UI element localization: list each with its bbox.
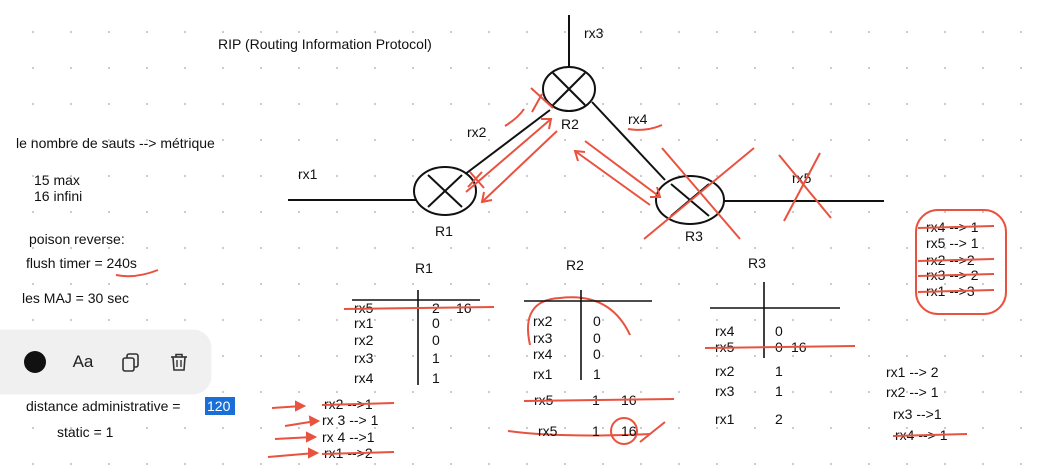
delete-button[interactable] [166, 349, 192, 375]
net-rx5-label: rx5 [792, 170, 812, 186]
net-rx2-label: rx2 [467, 124, 487, 140]
duplicate-button[interactable] [118, 349, 144, 375]
table-r2-row-1-net: rx3 [533, 330, 553, 346]
box-update-0-strike [917, 225, 995, 229]
table-r1-row-4-net: rx4 [354, 370, 374, 386]
table-r1-row-2-metric: 0 [432, 332, 440, 348]
table-r2-row-3-net: rx1 [533, 366, 553, 382]
note-metric: le nombre de sauts --> métrique [16, 135, 215, 151]
trash-icon [171, 353, 187, 371]
note-static: static = 1 [57, 424, 114, 440]
note-max: 15 max [34, 172, 80, 188]
table-r3-row-0-metric: 0 [775, 323, 783, 339]
table-r1-row-1-metric: 0 [432, 315, 440, 331]
box-update-4-strike [917, 289, 995, 293]
table-r1-row-4-metric: 1 [432, 370, 440, 386]
table-r2-row-4-strike [523, 398, 675, 402]
router-r1-icon [413, 166, 477, 216]
router-r3-label: R3 [685, 228, 703, 244]
filled-circle-icon [24, 351, 46, 373]
note-poison: poison reverse: [29, 231, 125, 247]
r1-update-0-strike [321, 402, 395, 406]
r3-update-3-strike [892, 433, 968, 437]
table-r3-row-1-strike [704, 345, 856, 349]
net-rx1-label: rx1 [298, 166, 318, 182]
note-infinite: 16 infini [34, 188, 82, 204]
table-r2-row-5-metric: 1 [592, 423, 600, 439]
selection-highlight [205, 397, 235, 415]
table-r2-row-5-extra: 16 [621, 423, 637, 439]
table-r3-row-3-net: rx3 [715, 383, 735, 399]
net-rx4-label: rx4 [628, 111, 648, 127]
flush-underline [115, 269, 159, 278]
table-r3-row-4-metric: 2 [775, 411, 783, 427]
table-r1-row-1-net: rx1 [354, 315, 374, 331]
r3-update-0: rx1 --> 2 [886, 364, 939, 380]
table-r2-row-2-metric: 0 [593, 346, 601, 362]
table-r1-title: R1 [415, 260, 433, 276]
red-annotations [465, 87, 1007, 445]
net-rx3-label: rx3 [584, 25, 604, 41]
box-update-2-strike [917, 258, 995, 262]
r3-update-2: rx3 -->1 [893, 406, 942, 422]
table-r3-title: R3 [748, 255, 766, 271]
box-update-1: rx5 --> 1 [926, 235, 979, 251]
note-updates: les MAJ = 30 sec [22, 290, 129, 306]
table-r2-row-0-net: rx2 [533, 313, 553, 329]
table-r3-row-2-metric: 1 [775, 363, 783, 379]
table-r3-row-4-net: rx1 [715, 411, 735, 427]
table-r1-row-2-net: rx2 [354, 332, 374, 348]
table-r2-row-0-metric: 0 [593, 313, 601, 329]
router-r2-label: R2 [561, 116, 579, 132]
routing-table-axes [352, 282, 840, 385]
note-flush: flush timer = 240s [26, 255, 137, 271]
text-style-button[interactable]: Aa [72, 352, 94, 371]
note-distance: distance administrative = [26, 398, 180, 414]
network-links [288, 15, 884, 202]
page-title: RIP (Routing Information Protocol) [218, 36, 432, 52]
routing-tables: rx5 2 16 rx1 0 rx2 0 rx3 1 rx4 1 rx2 0 rx3 0 rx4 0 rx1 1 rx… [343, 300, 856, 439]
table-r2-row-3-metric: 1 [593, 366, 601, 382]
table-r1-row-0-strike [343, 306, 495, 310]
box-update-3-strike [917, 273, 995, 277]
floating-toolbar: Aa [0, 330, 211, 394]
table-r2-row-2-net: rx4 [533, 346, 553, 362]
router-r2-icon [542, 66, 596, 112]
router-r1-label: R1 [435, 223, 453, 239]
table-r1-row-3-net: rx3 [354, 350, 374, 366]
r1-update-1: rx 3 --> 1 [322, 412, 379, 428]
update-arrows [267, 400, 321, 459]
table-r2-row-1-metric: 0 [593, 330, 601, 346]
copy-icon [122, 353, 139, 372]
r1-update-2: rx 4 -->1 [322, 429, 375, 445]
table-r3-row-3-metric: 1 [775, 383, 783, 399]
table-r1-row-3-metric: 1 [432, 350, 440, 366]
r3-update-1: rx2 --> 1 [886, 384, 939, 400]
table-r2-row-5-net: rx5 [538, 423, 558, 439]
table-r2-title: R2 [566, 257, 584, 273]
table-r3-row-0-net: rx4 [715, 323, 735, 339]
color-picker-button[interactable] [22, 349, 48, 375]
table-r3-row-2-net: rx2 [715, 363, 735, 379]
r1-update-3-strike [321, 451, 395, 455]
